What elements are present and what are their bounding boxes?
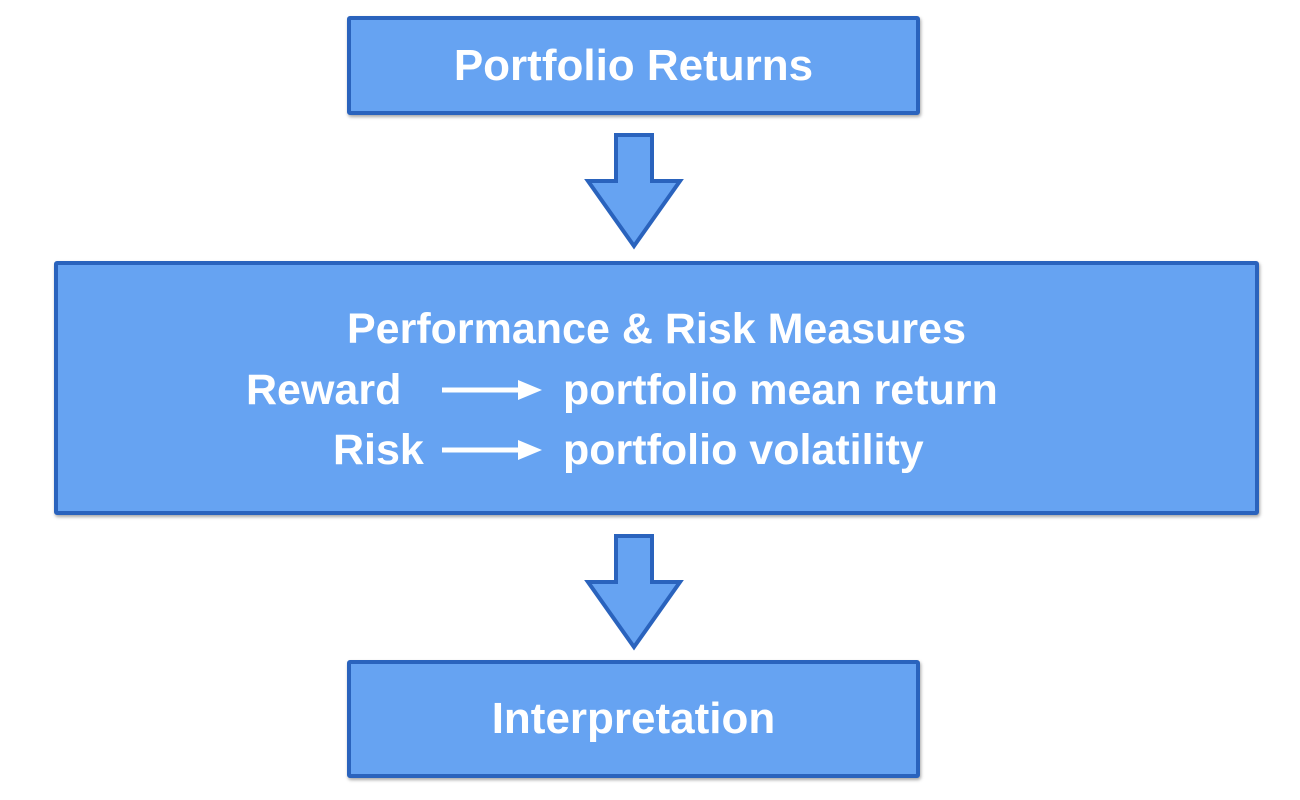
risk-label: Risk xyxy=(333,426,424,474)
reward-label: Reward xyxy=(246,366,402,414)
interpretation-box: Interpretation xyxy=(347,660,920,778)
interpretation-label: Interpretation xyxy=(491,694,776,743)
right-arrow-icon xyxy=(442,380,542,400)
portfolio-returns-box: Portfolio Returns xyxy=(347,16,920,115)
reward-value: portfolio mean return xyxy=(563,366,998,414)
reward-row: Reward portfolio mean return xyxy=(0,360,1300,420)
down-arrow-icon xyxy=(584,133,684,250)
right-arrow-icon xyxy=(442,440,542,460)
portfolio-returns-label: Portfolio Returns xyxy=(453,40,814,90)
risk-row: Risk portfolio volatility xyxy=(0,420,1300,480)
risk-value: portfolio volatility xyxy=(563,426,924,474)
down-arrow-icon xyxy=(584,534,684,651)
measures-title-row: Performance & Risk Measures xyxy=(0,299,1300,359)
measures-title: Performance & Risk Measures xyxy=(346,305,966,353)
performance-risk-measures-box xyxy=(54,261,1259,515)
